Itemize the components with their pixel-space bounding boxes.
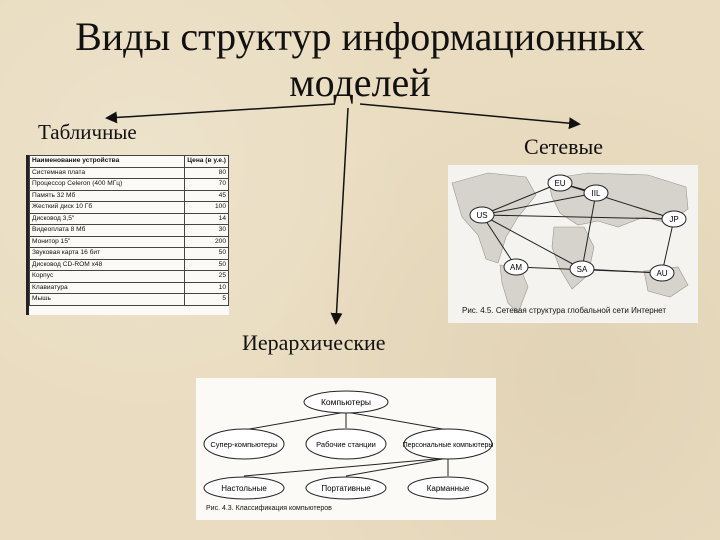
table-header: Цена (в у.е.) <box>184 155 229 168</box>
node-eu: EU <box>547 174 573 192</box>
svg-text:EU: EU <box>554 179 565 188</box>
svg-text:Рабочие станции: Рабочие станции <box>316 440 376 449</box>
table-cell: Жесткий диск 10 Гб <box>28 201 186 214</box>
node-personal-computers: Персональные компьютеры <box>403 428 494 460</box>
table-cell: 70 <box>184 178 229 191</box>
svg-text:Компьютеры: Компьютеры <box>321 397 371 407</box>
node-us: US <box>469 206 495 224</box>
table-cell: 14 <box>184 212 229 225</box>
node-portable: Портативные <box>305 476 387 500</box>
table-cell: 45 <box>184 189 229 202</box>
world-map-shapes <box>451 172 689 314</box>
arrow-to-network <box>359 103 581 130</box>
hierarchy-caption: Рис. 4.3. Классификация компьютеров <box>206 505 332 512</box>
table-cell: 10 <box>184 281 229 294</box>
node-desktop: Настольные <box>203 476 285 500</box>
table-cell: Монитор 15" <box>28 235 186 248</box>
node-workstations: Рабочие станции <box>305 428 387 460</box>
table-cell: Видеоплата 8 Мб <box>28 224 186 237</box>
hierarchy-links <box>243 411 449 477</box>
network-links <box>481 182 675 274</box>
table-cell: 80 <box>184 166 229 179</box>
table-row: Дисковод 3,5"14 <box>28 212 229 225</box>
svg-text:US: US <box>476 211 487 220</box>
table-cell: 25 <box>184 270 229 283</box>
node-computers: Компьютеры <box>303 390 389 414</box>
network-caption: Рис. 4.5. Сетевая структура глобальной с… <box>462 306 666 315</box>
table-row: Процессор Celeron (400 МГц)70 <box>28 178 229 191</box>
table-cell: Процессор Celeron (400 МГц) <box>28 178 186 191</box>
device-price-table: Наименование устройства Цена (в у.е.) Си… <box>28 155 229 306</box>
table-cell: Звуковая карта 16 бит <box>28 247 186 260</box>
table-cell: Клавиатура <box>28 281 186 294</box>
arrow-to-hierarchy <box>330 107 349 325</box>
svg-text:AU: AU <box>656 269 667 278</box>
label-table: Табличные <box>38 120 137 144</box>
node-au: AU <box>649 264 675 282</box>
table-cell: 5 <box>184 293 229 306</box>
hierarchy-model-image: Компьютеры Супер-компьютеры Рабочие стан… <box>196 378 496 520</box>
label-network: Сетевые <box>524 134 604 159</box>
table-header: Наименование устройства <box>28 155 186 168</box>
table-cell: 50 <box>184 247 229 260</box>
svg-text:Настольные: Настольные <box>221 484 267 493</box>
label-hierarchy: Иерархические <box>242 330 386 355</box>
table-cell: Корпус <box>28 270 186 283</box>
node-supercomputers: Супер-компьютеры <box>203 428 285 460</box>
node-handheld: Карманные <box>407 476 489 500</box>
svg-text:AM: AM <box>510 263 522 272</box>
table-model-image: Наименование устройства Цена (в у.е.) Си… <box>26 155 229 315</box>
svg-text:Карманные: Карманные <box>427 484 470 493</box>
table-cell: Дисковод 3,5" <box>28 212 186 225</box>
table-cell: 100 <box>184 201 229 214</box>
node-iil: IIL <box>583 184 609 202</box>
slide-title: Виды структур информационных моделей <box>75 14 645 105</box>
svg-text:SA: SA <box>577 265 588 274</box>
table-cell: 30 <box>184 224 229 237</box>
table-cell: 50 <box>184 258 229 271</box>
node-sa: SA <box>569 260 595 278</box>
svg-text:Портативные: Портативные <box>321 484 371 493</box>
table-row: Монитор 15"200 <box>28 235 229 248</box>
table-cell: 200 <box>184 235 229 248</box>
table-cell: Мышь <box>28 293 186 306</box>
table-cell: Системная плата <box>28 166 186 179</box>
node-am: AM <box>503 258 529 276</box>
network-model-image: EU IIL US JP AM SA AU <box>448 165 698 323</box>
table-cell: Память 32 Мб <box>28 189 186 202</box>
table-cell: Дисковод CD-ROM x48 <box>28 258 186 271</box>
svg-text:IIL: IIL <box>592 189 601 198</box>
svg-text:JP: JP <box>669 215 678 224</box>
svg-text:Персональные компьютеры: Персональные компьютеры <box>403 442 494 449</box>
arrow-to-table <box>105 103 336 124</box>
svg-text:Супер-компьютеры: Супер-компьютеры <box>210 440 277 449</box>
node-jp: JP <box>661 210 687 228</box>
